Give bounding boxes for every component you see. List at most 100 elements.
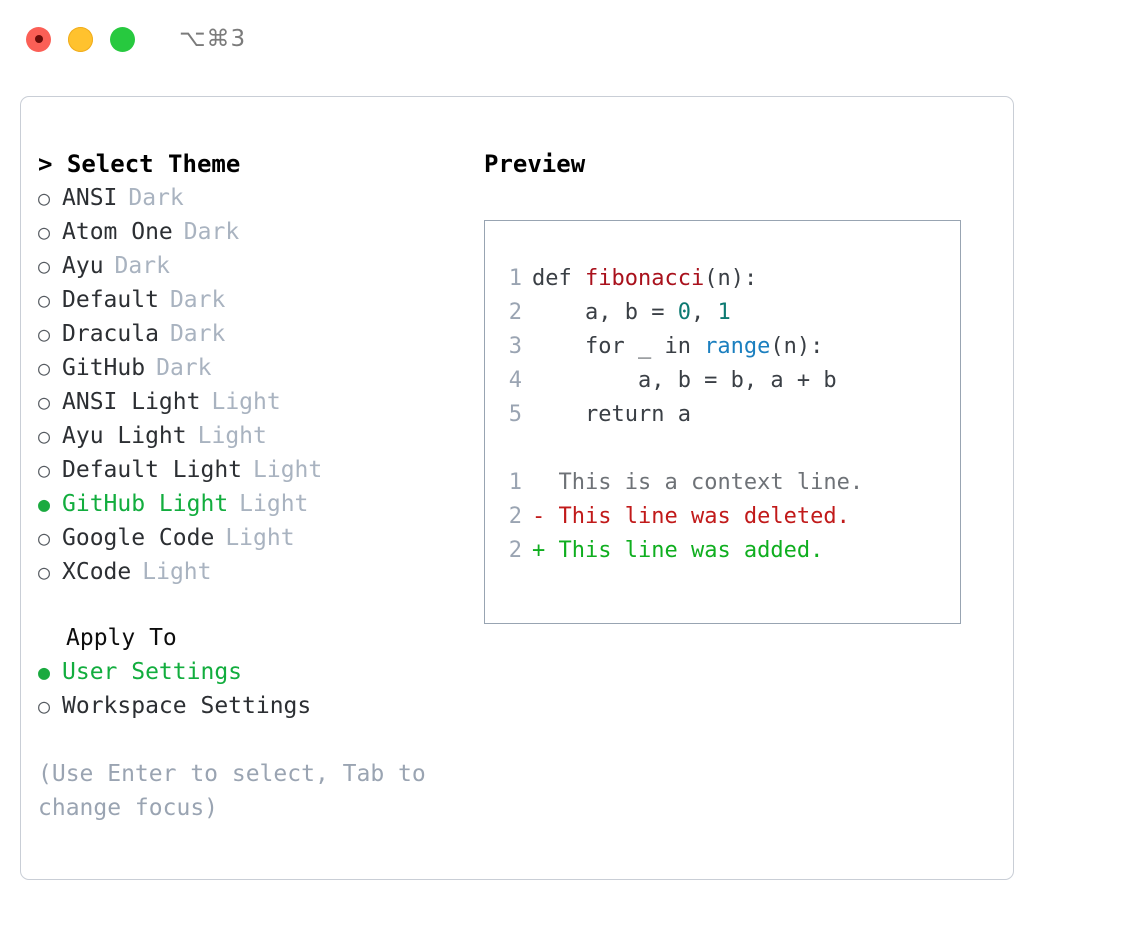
code-token: (n): [704, 266, 758, 291]
radio-unselected-icon: ○ [38, 458, 51, 482]
theme-option-github-light[interactable]: ● GitHub Light Light [38, 487, 498, 521]
code-token: 0 [677, 300, 691, 325]
code-token: def [532, 266, 585, 291]
code-token: 1 [717, 300, 731, 325]
diff-line-content: This line was added. [558, 538, 824, 563]
code-line-content: for _ in range(n): [532, 330, 823, 364]
radio-unselected-icon: ○ [38, 220, 51, 244]
theme-option-ayu[interactable]: ○ Ayu Dark [38, 249, 498, 283]
code-line-number: 2 [508, 300, 522, 325]
code-token: return a [532, 402, 691, 427]
theme-variant-badge: Light [239, 491, 309, 517]
code-token: , [690, 300, 718, 325]
diff-line-content: This is a context line. [558, 470, 864, 495]
apply-to-heading: Apply To [66, 625, 177, 651]
select-theme-heading: > Select Theme [38, 150, 241, 178]
radio-unselected-icon: ○ [38, 424, 51, 448]
theme-variant-badge: Light [253, 457, 323, 483]
theme-option-label: Dracula [62, 321, 159, 347]
code-line-number: 1 [508, 266, 522, 291]
theme-option-label: Ayu [62, 253, 104, 279]
apply-to-option-user-settings[interactable]: ● User Settings [38, 655, 498, 689]
theme-option-atom-one[interactable]: ○ Atom One Dark [38, 215, 498, 249]
code-token: fibonacci [584, 266, 705, 291]
diff-line-number: 2 [508, 538, 522, 563]
diff-line-add: 2 + This line was added. [485, 534, 960, 568]
radio-unselected-icon: ○ [38, 186, 51, 210]
theme-variant-badge: Light [142, 559, 212, 585]
diff-line-content: This line was deleted. [558, 504, 850, 529]
radio-unselected-icon: ○ [38, 254, 51, 278]
code-line-number: 4 [508, 368, 522, 393]
theme-option-xcode[interactable]: ○ XCode Light [38, 555, 498, 589]
radio-unselected-icon: ○ [38, 356, 51, 380]
code-line: 1 def fibonacci(n): [485, 262, 960, 296]
theme-option-label: Atom One [62, 219, 173, 245]
radio-unselected-icon: ○ [38, 560, 51, 584]
code-token: a, b = b, a + b [532, 368, 837, 393]
theme-option-dracula[interactable]: ○ Dracula Dark [38, 317, 498, 351]
code-line-content: return a [532, 398, 691, 432]
radio-selected-icon: ● [38, 660, 51, 684]
apply-to-option-label: User Settings [62, 659, 243, 685]
theme-option-label: Ayu Light [62, 423, 187, 449]
theme-option-label: GitHub [62, 355, 146, 381]
traffic-lights [26, 26, 135, 52]
code-token: range [704, 334, 771, 359]
close-window-button[interactable] [26, 26, 51, 52]
apply-to-options: ● User Settings ○ Workspace Settings [38, 655, 498, 723]
theme-variant-badge: Dark [156, 355, 212, 381]
radio-unselected-icon: ○ [38, 694, 51, 718]
theme-option-label: Default [62, 287, 159, 313]
apply-to-option-workspace-settings[interactable]: ○ Workspace Settings [38, 689, 498, 723]
theme-option-ansi[interactable]: ○ ANSI Dark [38, 181, 498, 215]
preview-heading: Preview [484, 150, 586, 178]
code-line-content: a, b = 0, 1 [532, 296, 731, 330]
theme-variant-badge: Dark [128, 185, 184, 211]
code-diff-spacer [485, 432, 960, 466]
code-line: 5 return a [485, 398, 960, 432]
diff-marker: - [532, 504, 559, 529]
keyboard-shortcut-label: ⌥⌘3 [179, 26, 247, 52]
theme-option-label: ANSI Light [62, 389, 201, 415]
title-bar: ⌥⌘3 [0, 0, 1140, 78]
diff-line-number: 2 [508, 504, 522, 529]
theme-variant-badge: Dark [169, 287, 226, 313]
code-line: 4 a, b = b, a + b [485, 364, 960, 398]
theme-variant-badge: Dark [169, 321, 226, 347]
minimize-window-button[interactable] [68, 26, 93, 52]
theme-option-ayu-light[interactable]: ○ Ayu Light Light [38, 419, 498, 453]
theme-variant-badge: Light [197, 423, 267, 449]
theme-option-label: ANSI [62, 185, 118, 211]
diff-line-number: 1 [508, 470, 522, 495]
code-token: (n): [770, 334, 824, 359]
theme-option-label: GitHub Light [62, 491, 229, 517]
apply-to-option-label: Workspace Settings [62, 693, 312, 719]
keyboard-hint-text: (Use Enter to select, Tab to change focu… [38, 761, 440, 821]
apply-to-section: Apply To ● User Settings ○ Workspace Settin… [38, 621, 498, 723]
radio-unselected-icon: ○ [38, 322, 51, 346]
theme-variant-badge: Light [225, 525, 295, 551]
radio-unselected-icon: ○ [38, 390, 51, 414]
theme-variant-badge: Dark [114, 253, 170, 279]
diff-sample: 1 This is a context line. 2- This line wa… [485, 466, 960, 568]
theme-option-label: Google Code [62, 525, 215, 551]
theme-option-github[interactable]: ○ GitHub Dark [38, 351, 498, 385]
radio-selected-icon: ● [38, 492, 51, 516]
theme-variant-badge: Dark [183, 219, 240, 245]
code-token: a, b = [532, 300, 678, 325]
diff-marker: + [532, 538, 559, 563]
theme-option-label: XCode [62, 559, 132, 585]
maximize-window-button[interactable] [110, 26, 135, 52]
